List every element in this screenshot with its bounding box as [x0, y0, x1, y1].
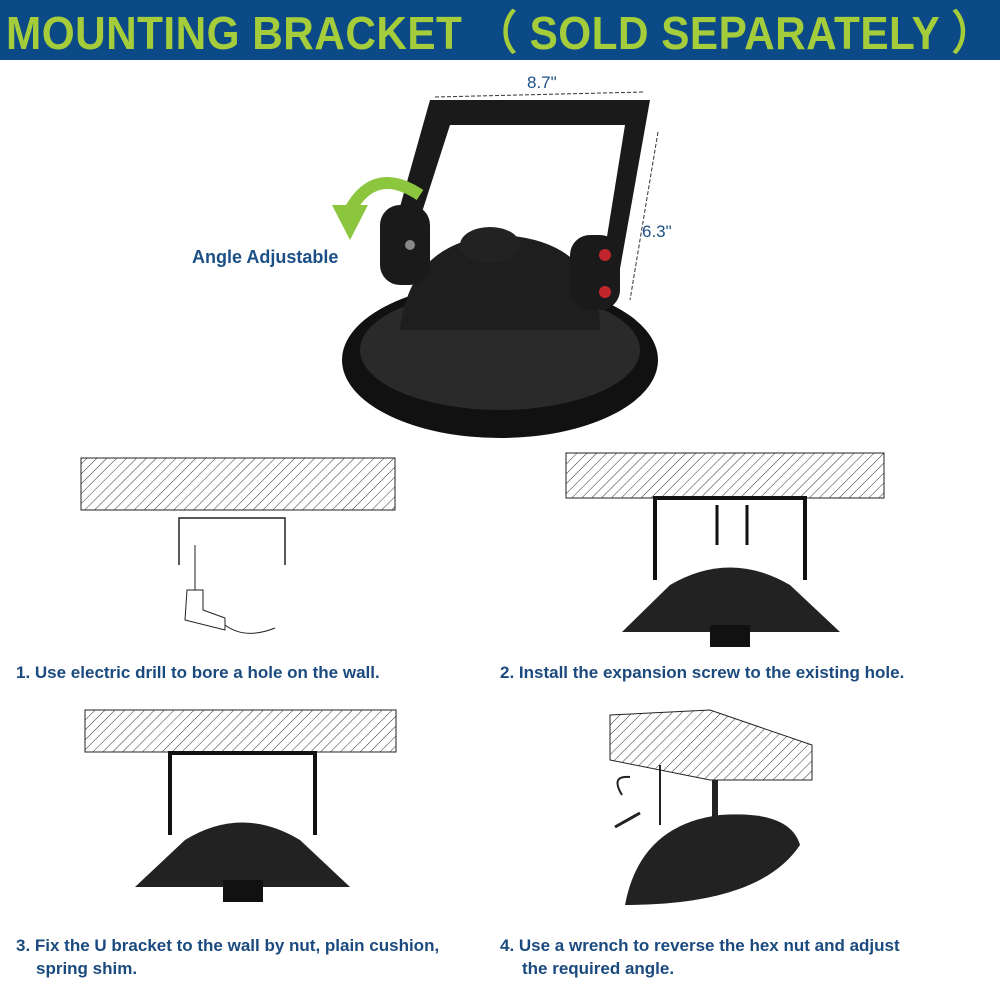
step3-caption-line2: spring shim.: [36, 959, 138, 978]
step1-diagram: [80, 457, 396, 634]
angle-adjustable-label: Angle Adjustable: [192, 247, 339, 267]
page-title: MOUNTING BRACKET （ SOLD SEPARATELY ）: [5, 7, 995, 59]
product-image: [332, 91, 659, 438]
step4-caption-line2: the required angle.: [522, 959, 675, 978]
step2-diagram: [565, 452, 885, 647]
step3-caption: 3. Fix the U bracket to the wall by nut,…: [16, 936, 440, 955]
step1-caption: 1. Use electric drill to bore a hole on …: [16, 663, 380, 682]
rotate-arrow-icon: [344, 177, 424, 214]
width-dimension: 8.7": [527, 73, 557, 92]
step2-caption: 2. Install the expansion screw to the ex…: [500, 663, 905, 682]
step3-diagram: [84, 709, 397, 902]
step4-diagram: [609, 709, 813, 905]
header-banner: MOUNTING BRACKET （ SOLD SEPARATELY ）: [0, 0, 1000, 60]
step4-caption: 4. Use a wrench to reverse the hex nut a…: [500, 936, 900, 955]
height-dimension: 6.3": [642, 222, 672, 241]
